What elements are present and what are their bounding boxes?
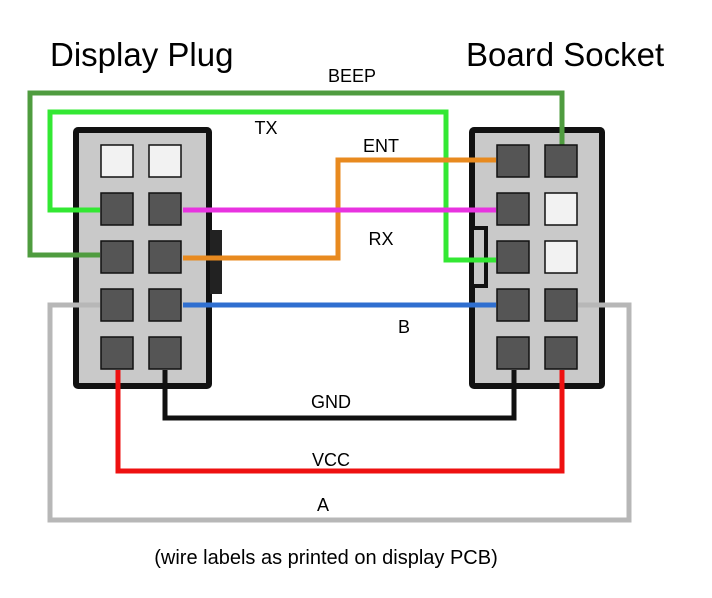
socket-pin <box>544 336 578 370</box>
socket-pin-empty <box>544 192 578 226</box>
socket-pin <box>544 288 578 322</box>
wire-beep <box>27 90 565 258</box>
display-plug-key-tab <box>210 230 222 294</box>
socket-pin <box>496 336 530 370</box>
plug-pin <box>100 336 134 370</box>
socket-pin <box>544 144 578 178</box>
wire-label-vcc: VCC <box>312 450 350 470</box>
wire-label-rx: RX <box>368 229 393 249</box>
socket-pin <box>496 192 530 226</box>
wire-label-a: A <box>317 495 329 515</box>
plug-pin-empty <box>100 144 134 178</box>
plug-pin <box>148 192 182 226</box>
display-plug-title: Display Plug <box>50 36 233 73</box>
wire-tx <box>47 109 496 263</box>
board-socket-title: Board Socket <box>466 36 664 73</box>
plug-pin <box>100 192 134 226</box>
plug-pin <box>148 336 182 370</box>
wire-gnd <box>162 370 517 421</box>
caption: (wire labels as printed on display PCB) <box>154 547 498 569</box>
wire-vcc <box>115 370 565 474</box>
wire-label-gnd: GND <box>311 392 351 412</box>
socket-pin <box>496 240 530 274</box>
socket-pin <box>496 144 530 178</box>
socket-pin <box>496 288 530 322</box>
board-socket-key-notch <box>470 226 488 288</box>
wire-label-beep: BEEP <box>328 66 376 86</box>
wire-label-ent: ENT <box>363 136 399 156</box>
plug-pin-empty <box>148 144 182 178</box>
socket-pin-empty <box>544 240 578 274</box>
wire-label-tx: TX <box>254 118 277 138</box>
plug-pin <box>100 288 134 322</box>
plug-pin <box>100 240 134 274</box>
wire-a <box>47 302 632 523</box>
plug-pin <box>148 240 182 274</box>
plug-pin <box>148 288 182 322</box>
wire-label-b: B <box>398 317 410 337</box>
